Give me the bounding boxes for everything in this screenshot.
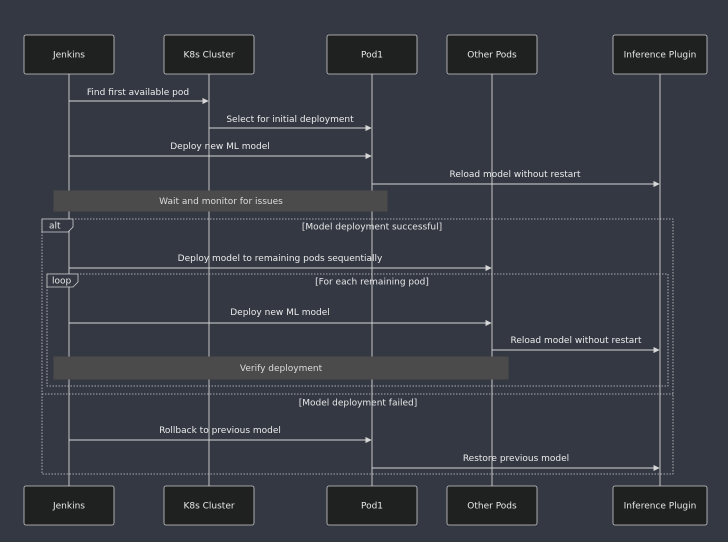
note-label: Wait and monitor for issues [159, 197, 283, 207]
note-verify-deployment: Verify deployment [53, 356, 509, 380]
alt-keyword: alt [49, 222, 61, 232]
message-find-first-available-pod: Find first available pod [69, 88, 209, 105]
message-reload-model-other-pods: Reload model without restart [492, 336, 660, 354]
actor-pod1-top: Pod1 [326, 34, 418, 75]
message-label: Deploy new ML model [230, 308, 330, 318]
message-select-for-initial-deployment: Select for initial deployment [209, 115, 372, 132]
actor-label: K8s Cluster [183, 51, 234, 61]
actor-label: Jenkins [52, 51, 85, 61]
actor-inference-plugin-top: Inference Plugin [612, 34, 708, 75]
actor-inference-plugin-bottom: Inference Plugin [612, 485, 708, 526]
message-restore-previous-model: Restore previous model [372, 454, 660, 472]
message-label: Rollback to previous model [159, 426, 281, 436]
actor-jenkins-top: Jenkins [23, 34, 115, 75]
message-label: Deploy new ML model [170, 142, 270, 152]
message-reload-model-pod1: Reload model without restart [372, 170, 660, 188]
note-wait-and-monitor: Wait and monitor for issues [53, 190, 388, 212]
loop-condition: [For each remaining pod] [315, 278, 429, 288]
actor-k8s-cluster-top: K8s Cluster [163, 34, 255, 75]
message-label: Select for initial deployment [226, 115, 354, 125]
note-label: Verify deployment [240, 364, 323, 374]
loop-keyword: loop [52, 277, 72, 287]
message-label: Deploy model to remaining pods sequentia… [178, 254, 383, 264]
message-deploy-new-ml-model-pod1: Deploy new ML model [69, 142, 372, 160]
loop-frame: loop [For each remaining pod] [46, 273, 669, 387]
actor-label: Pod1 [361, 51, 383, 61]
message-label: Reload model without restart [449, 170, 581, 180]
actor-label: Other Pods [467, 51, 517, 61]
actor-jenkins-bottom: Jenkins [23, 485, 115, 526]
alt-frame: alt [Model deployment successful] [Model… [41, 218, 674, 475]
message-label: Reload model without restart [510, 336, 642, 346]
actor-other-pods-bottom: Other Pods [446, 485, 538, 526]
message-rollback-to-previous-model: Rollback to previous model [69, 426, 372, 444]
message-label: Find first available pod [87, 88, 189, 98]
actor-label: Jenkins [52, 502, 85, 512]
actor-label: K8s Cluster [183, 502, 234, 512]
message-deploy-new-ml-model-other-pods: Deploy new ML model [69, 308, 492, 327]
actor-pod1-bottom: Pod1 [326, 485, 418, 526]
alt-condition: [Model deployment successful] [302, 223, 442, 233]
actor-label: Other Pods [467, 502, 517, 512]
else-condition: [Model deployment failed] [299, 399, 418, 409]
actor-label: Pod1 [361, 502, 383, 512]
actor-label: Inference Plugin [624, 51, 697, 61]
message-label: Restore previous model [463, 454, 569, 464]
actor-label: Inference Plugin [624, 502, 697, 512]
actor-other-pods-top: Other Pods [446, 34, 538, 75]
actor-k8s-cluster-bottom: K8s Cluster [163, 485, 255, 526]
message-deploy-to-remaining-pods: Deploy model to remaining pods sequentia… [69, 254, 492, 272]
